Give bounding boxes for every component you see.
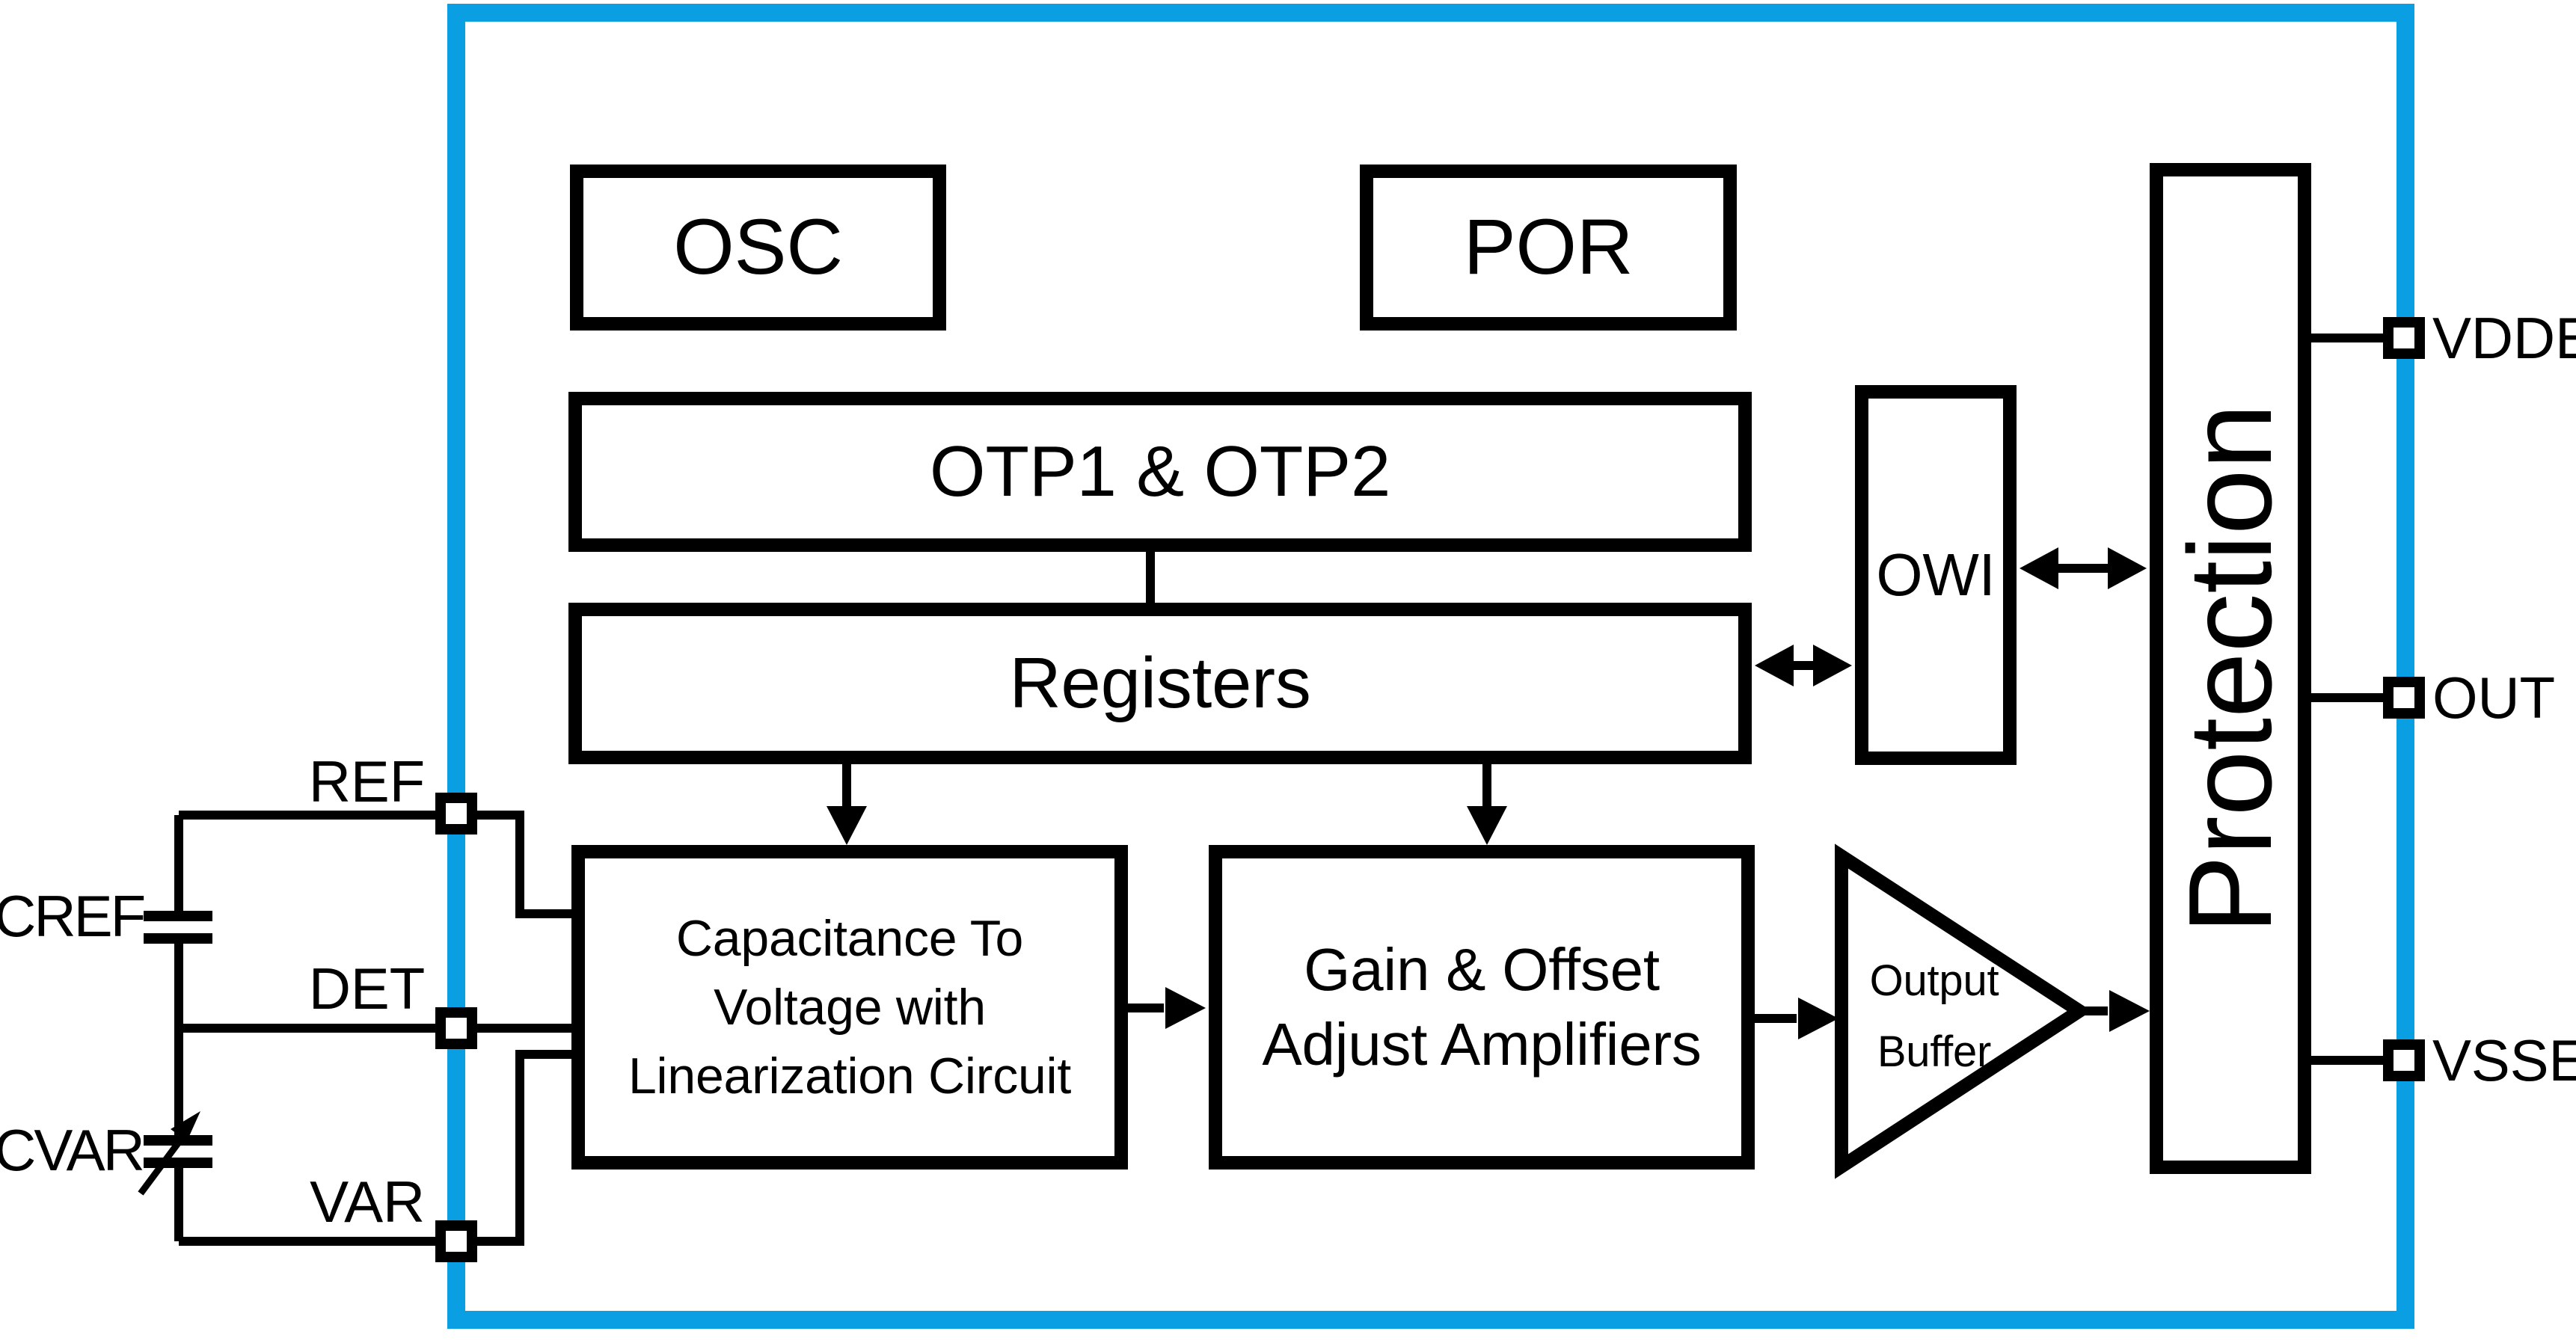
gain-line-1: Gain & Offset: [1304, 936, 1660, 1003]
pin-pad-ref: [435, 793, 477, 835]
pin-label-det: DET: [308, 956, 426, 1021]
pin-label-out: OUT: [2432, 665, 2555, 731]
output-buffer-triangle: [1835, 843, 2092, 1179]
ref-wire: [179, 811, 576, 918]
registers-to-ctv-arrow: [827, 764, 867, 845]
block-owi: OWI: [1855, 385, 2017, 765]
block-por: POR: [1360, 165, 1737, 331]
cvar-variable-arrow-icon: [138, 1111, 200, 1196]
cref-capacitor-icon: [144, 911, 212, 944]
pin-pad-vdde: [2383, 317, 2425, 359]
block-otp-label: OTP1 & OTP2: [929, 431, 1391, 511]
gain-line-2: Adjust Amplifiers: [1262, 1011, 1702, 1078]
right-pin-stubs: [2311, 334, 2385, 1065]
pin-pad-vsse: [2383, 1039, 2425, 1081]
var-wire: [179, 1050, 576, 1246]
left-external-circuit: [138, 811, 576, 1246]
pin-label-var: VAR: [310, 1169, 425, 1235]
block-owi-label: OWI: [1876, 541, 1996, 608]
registers-to-gain-arrow: [1467, 764, 1507, 845]
ctv-to-gain-arrow: [1128, 987, 1206, 1029]
chip-boundary: [447, 4, 2414, 1329]
output-buffer-label: Output Buffer: [1844, 945, 2024, 1087]
pin-label-vsse: VSSE: [2432, 1027, 2576, 1093]
block-protection: Protection: [2150, 163, 2311, 1174]
cap-label-cvar: CVAR: [0, 1117, 145, 1183]
owi-protection-bidir-arrow: [2020, 547, 2147, 589]
block-osc-label: OSC: [673, 203, 843, 291]
block-osc: OSC: [570, 165, 946, 331]
buffer-line-2: Buffer: [1877, 1027, 1992, 1076]
block-registers-label: Registers: [1009, 643, 1311, 723]
ctv-line-3: Linearization Circuit: [628, 1048, 1072, 1104]
gain-to-buffer-arrow: [1755, 998, 1839, 1039]
block-protection-label: Protection: [2164, 403, 2296, 934]
ctv-line-1: Capacitance To: [675, 910, 1024, 967]
registers-owi-bidir-arrow: [1755, 645, 1852, 686]
pin-pads: [435, 317, 2425, 1262]
ctv-line-2: Voltage with: [714, 979, 986, 1036]
pin-pad-var: [435, 1220, 477, 1262]
pin-pad-out: [2383, 677, 2425, 719]
block-gain-offset: Gain & Offset Adjust Amplifiers: [1209, 845, 1755, 1170]
block-cap-to-voltage: Capacitance To Voltage with Linearizatio…: [571, 845, 1128, 1170]
block-otp: OTP1 & OTP2: [568, 392, 1752, 552]
pin-pad-det: [435, 1007, 477, 1049]
block-registers: Registers: [568, 603, 1752, 764]
pin-label-ref: REF: [308, 749, 426, 814]
cap-label-cref: CREF: [0, 883, 146, 949]
pin-label-vdde: VDDE: [2432, 305, 2576, 371]
block-por-label: POR: [1463, 203, 1634, 291]
buffer-line-1: Output: [1869, 956, 1999, 1005]
